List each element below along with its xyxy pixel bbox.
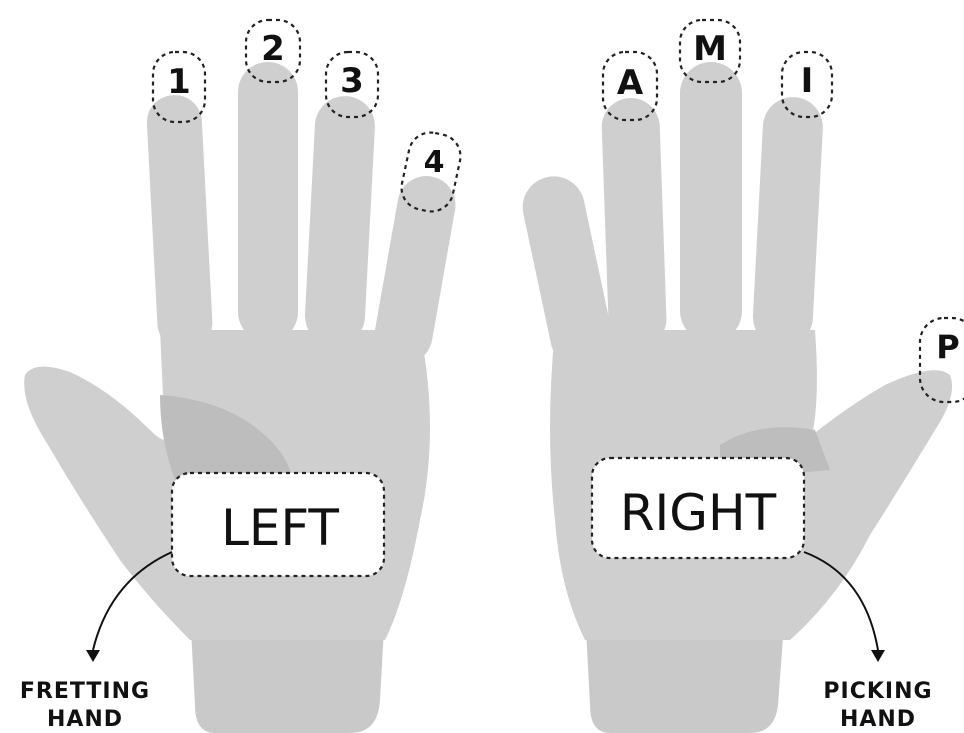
left-label: LEFT (221, 499, 339, 557)
right-caption-line2: HAND (840, 707, 916, 732)
right-arrowhead (871, 650, 885, 662)
right-label: RIGHT (620, 484, 777, 542)
left-arrowhead (86, 650, 100, 662)
right-caption-line1: PICKING (823, 679, 932, 704)
left-hand: 1 2 3 4 LEFT FRETTING HAND (20, 20, 465, 733)
left-caption-line1: FRETTING (20, 679, 150, 704)
left-finger-1 (145, 94, 213, 352)
right-hand: A M I P RIGHT PICKING HAND (517, 20, 964, 733)
right-finger-pinky (517, 171, 618, 375)
right-finger-m (680, 62, 742, 342)
left-finger-4 (370, 171, 460, 368)
right-finger-label-i: I (801, 61, 814, 101)
left-finger-label-3: 3 (340, 61, 364, 101)
right-thumb-label-p: P (936, 328, 959, 366)
right-finger-label-a: A (617, 63, 644, 103)
left-finger-3 (303, 95, 376, 348)
left-finger-label-4: 4 (424, 145, 445, 180)
left-caption-line2: HAND (47, 707, 123, 732)
right-finger-i (751, 96, 824, 349)
right-finger-label-m: M (693, 29, 727, 69)
left-finger-label-1: 1 (167, 62, 191, 102)
left-finger-label-2: 2 (261, 29, 285, 69)
left-finger-2 (238, 62, 298, 342)
right-finger-a (601, 97, 668, 349)
